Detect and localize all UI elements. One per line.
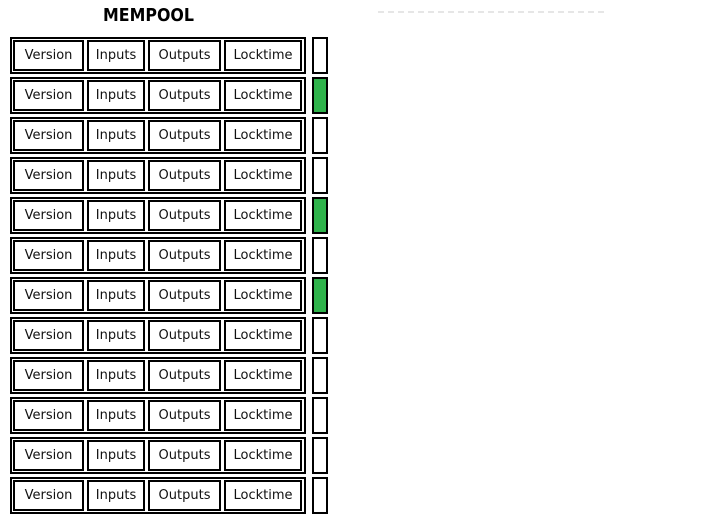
tx-field-version: Version	[13, 200, 84, 231]
tx-field-outputs: Outputs	[148, 480, 221, 511]
tx-field-outputs: Outputs	[148, 160, 221, 191]
tx-field-locktime: Locktime	[224, 400, 302, 431]
tx-field-version: Version	[13, 80, 84, 111]
tx-field-version: Version	[13, 280, 84, 311]
tx-field-version: Version	[13, 160, 84, 191]
tx-field-version: Version	[13, 120, 84, 151]
tx-field-version: Version	[13, 400, 84, 431]
tx-status-box	[312, 357, 328, 394]
tx-field-locktime: Locktime	[224, 80, 302, 111]
tx-field-inputs: Inputs	[87, 440, 145, 471]
tx-status-box	[312, 397, 328, 434]
tx-field-locktime: Locktime	[224, 160, 302, 191]
tx-status-box	[312, 37, 328, 74]
tx-status-box	[312, 477, 328, 514]
tx-field-outputs: Outputs	[148, 440, 221, 471]
tx-field-locktime: Locktime	[224, 360, 302, 391]
tx-status-box	[312, 157, 328, 194]
tx-field-outputs: Outputs	[148, 320, 221, 351]
tx-field-locktime: Locktime	[224, 320, 302, 351]
tx-field-version: Version	[13, 40, 84, 71]
tx-field-inputs: Inputs	[87, 280, 145, 311]
tx-field-version: Version	[13, 240, 84, 271]
tx-field-inputs: Inputs	[87, 480, 145, 511]
tx-field-locktime: Locktime	[224, 280, 302, 311]
tx-field-inputs: Inputs	[87, 160, 145, 191]
tx-field-version: Version	[13, 320, 84, 351]
tx-field-outputs: Outputs	[148, 200, 221, 231]
tx-status-box	[312, 437, 328, 474]
tx-field-locktime: Locktime	[224, 240, 302, 271]
tx-status-box	[312, 317, 328, 354]
tx-field-locktime: Locktime	[224, 200, 302, 231]
tx-status-box	[312, 77, 328, 114]
tx-field-outputs: Outputs	[148, 80, 221, 111]
tx-field-inputs: Inputs	[87, 240, 145, 271]
tx-field-locktime: Locktime	[224, 440, 302, 471]
tx-status-box	[312, 197, 328, 234]
tx-field-version: Version	[13, 480, 84, 511]
tx-field-inputs: Inputs	[87, 360, 145, 391]
tx-status-box	[312, 237, 328, 274]
tx-field-inputs: Inputs	[87, 80, 145, 111]
tx-field-inputs: Inputs	[87, 400, 145, 431]
tx-field-inputs: Inputs	[87, 200, 145, 231]
tx-field-inputs: Inputs	[87, 40, 145, 71]
tx-field-outputs: Outputs	[148, 240, 221, 271]
tx-field-locktime: Locktime	[224, 120, 302, 151]
tx-field-outputs: Outputs	[148, 400, 221, 431]
tx-field-inputs: Inputs	[87, 320, 145, 351]
tx-field-locktime: Locktime	[224, 40, 302, 71]
dashed-separator-line	[378, 11, 604, 13]
tx-field-version: Version	[13, 360, 84, 391]
mempool-title: MEMPOOL	[103, 5, 194, 26]
tx-field-inputs: Inputs	[87, 120, 145, 151]
tx-field-version: Version	[13, 440, 84, 471]
tx-field-outputs: Outputs	[148, 120, 221, 151]
tx-status-box	[312, 117, 328, 154]
tx-status-box	[312, 277, 328, 314]
tx-field-outputs: Outputs	[148, 40, 221, 71]
tx-field-outputs: Outputs	[148, 280, 221, 311]
tx-field-outputs: Outputs	[148, 360, 221, 391]
tx-field-locktime: Locktime	[224, 480, 302, 511]
